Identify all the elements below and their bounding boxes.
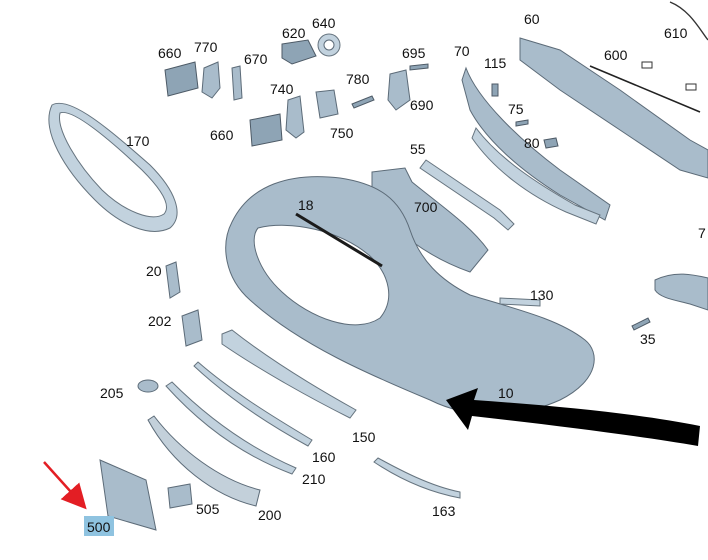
strip-210	[165, 381, 297, 475]
label-130: 130	[530, 287, 554, 303]
bracket-740	[285, 95, 305, 139]
label-600: 600	[604, 47, 628, 63]
label-10: 10	[498, 385, 514, 401]
mesh-grille-200	[147, 415, 261, 507]
bracket-505	[167, 483, 193, 509]
label-115: 115	[484, 55, 507, 71]
screw-695	[409, 63, 429, 71]
label-770: 770	[194, 39, 218, 55]
strip-160	[193, 361, 313, 447]
sensor-620	[281, 39, 317, 65]
label-700: 700	[414, 199, 438, 215]
label-170: 170	[126, 133, 150, 149]
screw-80	[543, 137, 559, 149]
clip-75	[515, 119, 529, 127]
label-163: 163	[432, 503, 456, 519]
rail-55	[419, 159, 515, 231]
license-plate-base-500	[99, 459, 157, 531]
label-18: 18	[298, 197, 314, 213]
label-80: 80	[524, 135, 540, 151]
label-210: 210	[302, 471, 326, 487]
label-740: 740	[270, 81, 294, 97]
screw-115	[491, 83, 499, 97]
label-75: 75	[508, 101, 524, 117]
bracket-202	[181, 309, 203, 347]
bracket-690	[387, 69, 411, 111]
bracket-750	[315, 89, 339, 119]
label-70: 70	[454, 43, 470, 59]
label-60: 60	[524, 11, 540, 27]
label-695: 695	[402, 45, 426, 61]
seal-18	[295, 212, 383, 268]
label-660b: 660	[210, 127, 234, 143]
bracket-770	[201, 61, 221, 99]
screw-780	[351, 95, 375, 109]
ring-640-inner	[323, 39, 335, 51]
module-660b	[249, 113, 283, 147]
right-edge-part	[654, 273, 708, 311]
label-690: 690	[410, 97, 434, 113]
label-7: 7	[698, 225, 706, 241]
label-610: 610	[664, 25, 688, 41]
label-202: 202	[148, 313, 172, 329]
label-780: 780	[346, 71, 370, 87]
pointer-arrow-red	[43, 461, 87, 510]
harness-600-connector-a	[641, 61, 653, 69]
clip-130	[499, 297, 541, 307]
screw-35	[631, 317, 651, 331]
spoiler-150	[221, 329, 357, 419]
harness-600-connector-b	[685, 83, 697, 91]
pointer-arrow-black	[446, 388, 700, 446]
module-660a	[164, 61, 199, 97]
label-670: 670	[244, 51, 268, 67]
wire-610	[669, 1, 708, 41]
label-55: 55	[410, 141, 426, 157]
clip-205	[137, 379, 159, 393]
label-150: 150	[352, 429, 376, 445]
highlight-500	[84, 516, 114, 536]
bracket-20	[165, 261, 181, 299]
label-20: 20	[146, 263, 162, 279]
label-660a: 660	[158, 45, 182, 61]
label-500: 500	[87, 519, 111, 535]
label-35: 35	[640, 331, 656, 347]
label-750: 750	[330, 125, 354, 141]
label-640: 640	[312, 15, 336, 31]
label-205: 205	[100, 385, 124, 401]
label-160: 160	[312, 449, 336, 465]
crossmember-60	[519, 37, 708, 179]
grille-frame-170	[48, 102, 178, 232]
strip-163	[373, 457, 461, 499]
carrier-70-lower	[471, 126, 601, 225]
clip-670	[231, 65, 243, 101]
label-505: 505	[196, 501, 220, 517]
harness-600	[589, 65, 701, 113]
label-620: 620	[282, 25, 306, 41]
label-200: 200	[258, 507, 282, 523]
